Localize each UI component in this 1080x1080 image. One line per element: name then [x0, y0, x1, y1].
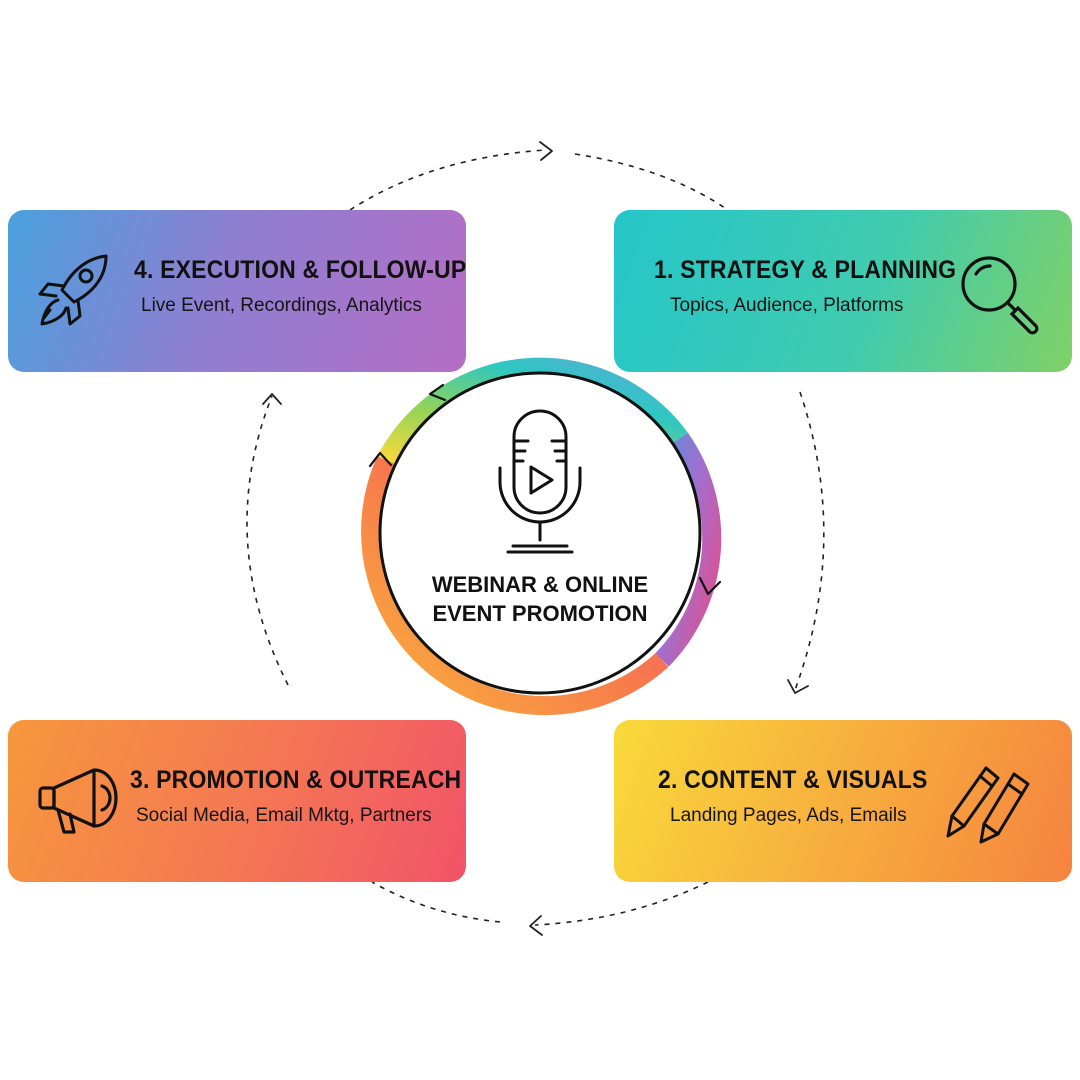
ring-segment-purple [655, 432, 722, 667]
step-subtitle: Social Media, Email Mktg, Partners [136, 805, 432, 826]
step-subtitle: Live Event, Recordings, Analytics [141, 295, 422, 316]
center-title-line-1: WEBINAR & ONLINE [431, 572, 649, 597]
ring-arrowhead-top [428, 383, 447, 402]
ring-arrowhead-right [698, 576, 722, 596]
step-title: 1. STRATEGY & PLANNING [654, 256, 957, 284]
dashed-arc-bottom [534, 881, 709, 926]
step-subtitle: Landing Pages, Ads, Emails [670, 805, 907, 826]
microphone-play-icon [498, 409, 582, 554]
ring-segment-orange [361, 456, 669, 716]
dashed-arc-top-left [349, 149, 546, 211]
arrowhead-top [539, 141, 553, 161]
step-card-promotion: 3. PROMOTION & OUTREACH Social Media, Em… [8, 720, 466, 882]
arrowhead-right [787, 679, 809, 694]
center-title-line-2: EVENT PROMOTION [432, 601, 648, 626]
step-title: 2. CONTENT & VISUALS [658, 766, 928, 794]
ring-segment-green [377, 357, 688, 465]
step-card-content: 2. CONTENT & VISUALS Landing Pages, Ads,… [614, 720, 1072, 882]
rocket-icon [38, 254, 108, 326]
megaphone-icon [38, 768, 118, 834]
ring-arrowhead-left [368, 451, 393, 468]
center-title: WEBINAR & ONLINE EVENT PROMOTION [400, 570, 680, 628]
pencils-icon [946, 766, 1030, 844]
arrowhead-left [262, 393, 282, 405]
arrowhead-bottom [529, 915, 543, 936]
step-title: 3. PROMOTION & OUTREACH [130, 766, 462, 794]
dashed-arc-top-right [574, 153, 726, 209]
step-card-execution: 4. EXECUTION & FOLLOW-UP Live Event, Rec… [8, 210, 466, 372]
step-subtitle: Topics, Audience, Platforms [670, 295, 904, 316]
dashed-arc-bottom-left [371, 881, 501, 923]
step-card-strategy: 1. STRATEGY & PLANNING Topics, Audience,… [614, 210, 1072, 372]
step-title: 4. EXECUTION & FOLLOW-UP [134, 256, 467, 284]
magnifier-icon [961, 256, 1039, 335]
